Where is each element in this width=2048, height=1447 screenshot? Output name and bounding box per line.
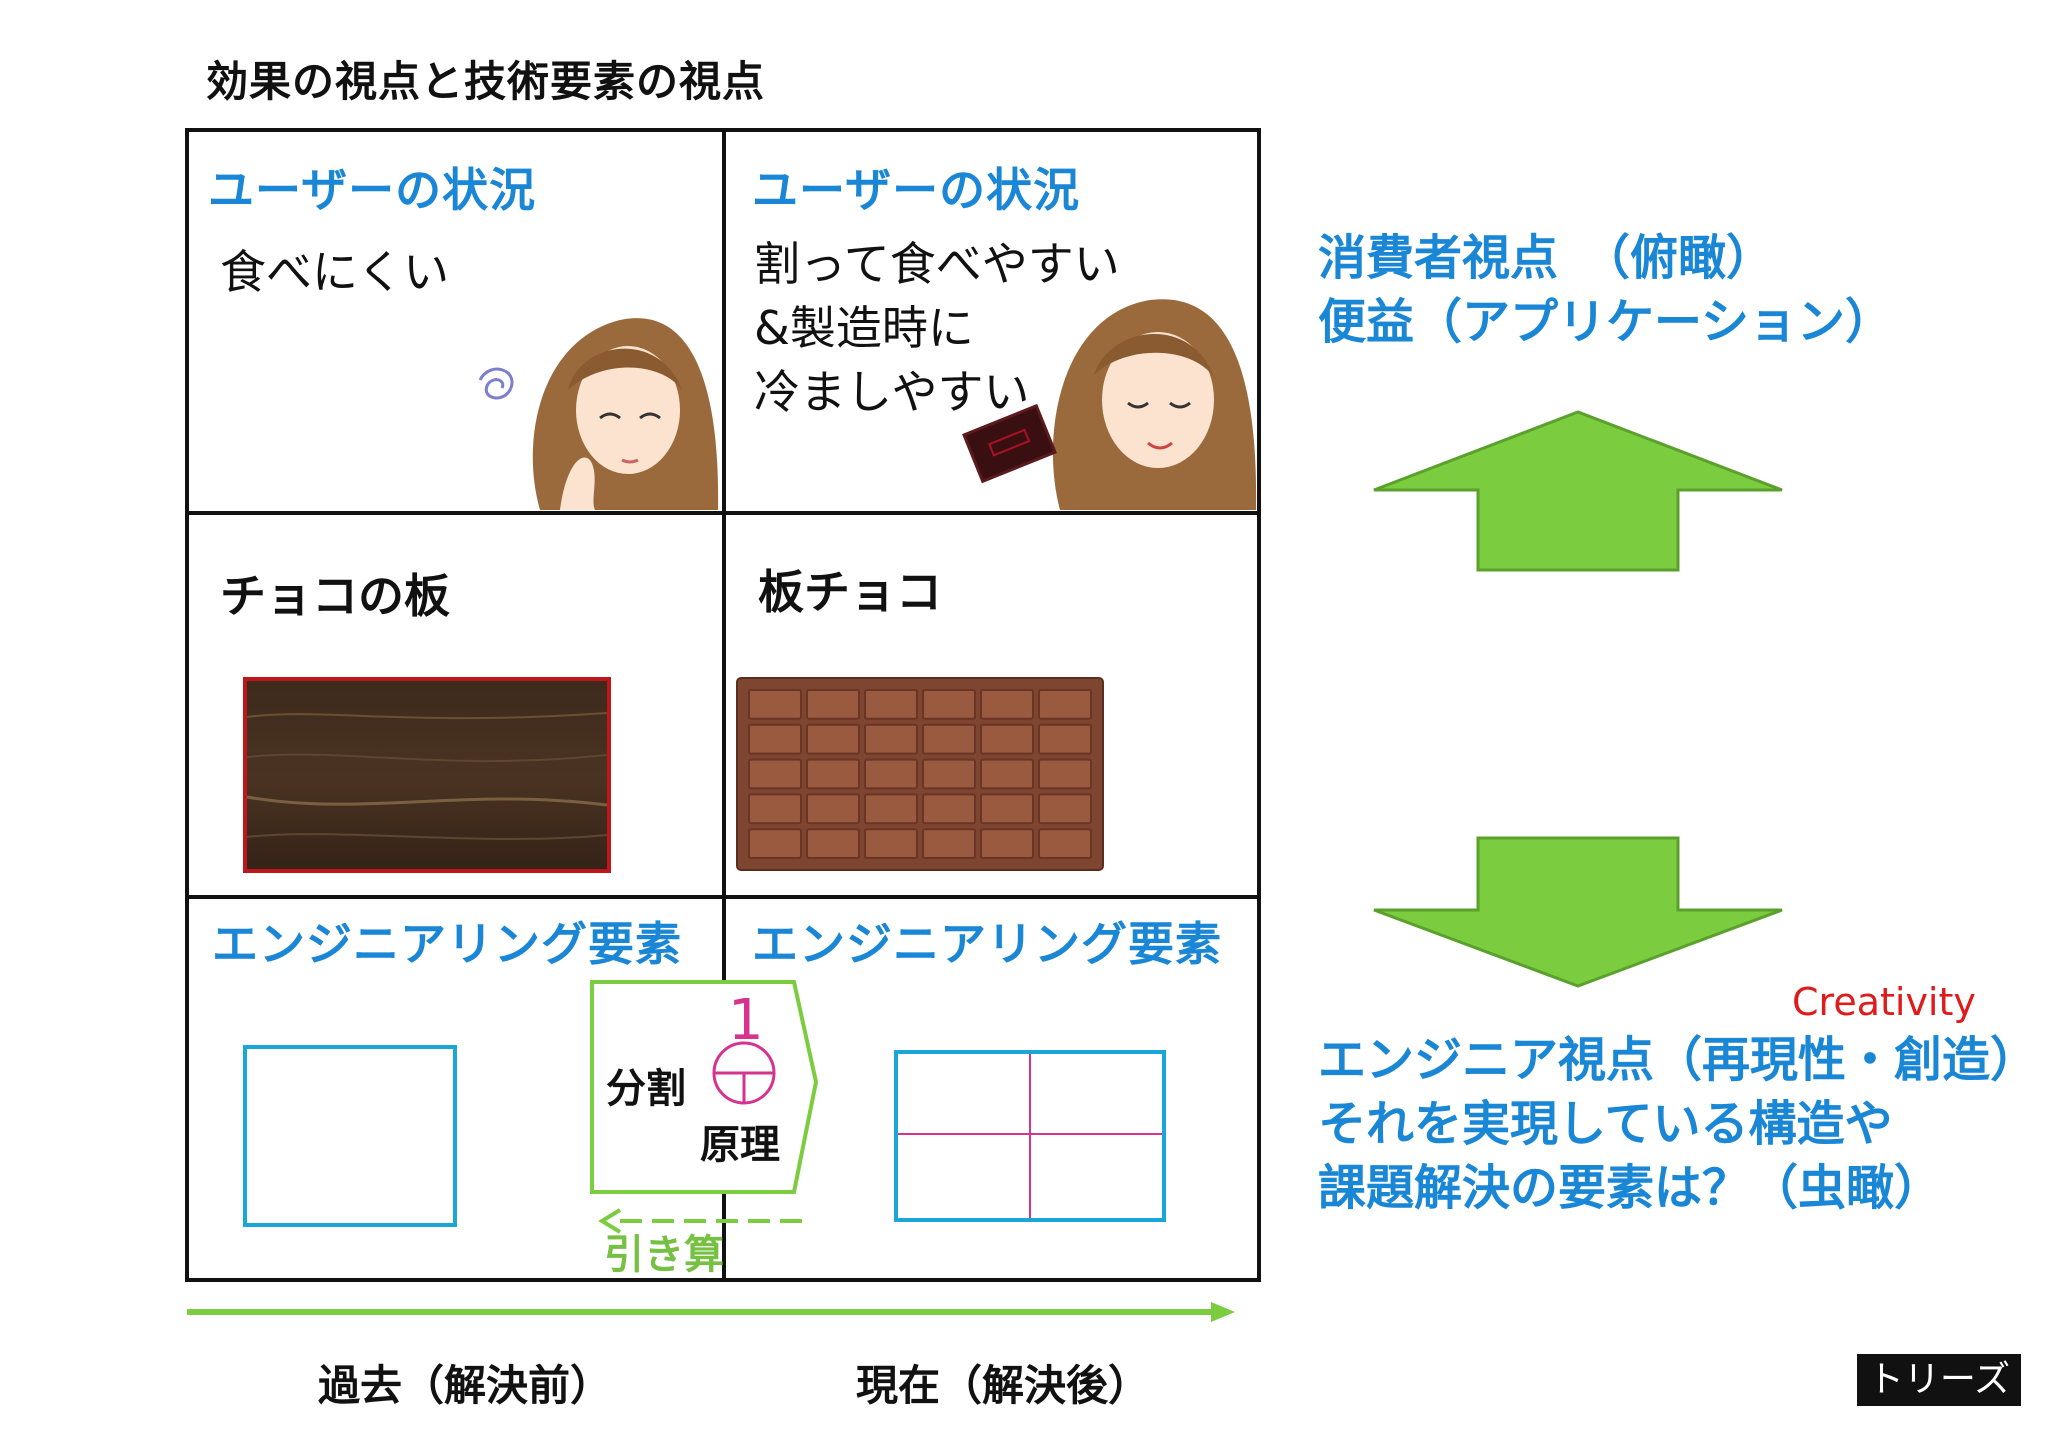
- chocolate-segment: [922, 723, 976, 755]
- grid-divider-row-1: [185, 511, 1261, 515]
- timeline-present-label: 現在（解決後）: [856, 1361, 1151, 1410]
- engineering-elements-header-left: エンジニアリング要素: [212, 917, 682, 971]
- easy-to-eat-line-2: &製造時に: [754, 301, 974, 355]
- chocolate-segment: [748, 723, 802, 755]
- chocolate-segment: [864, 793, 918, 825]
- up-arrow: [1373, 410, 1783, 572]
- grid-divider-vertical: [722, 128, 726, 1282]
- chocolate-segment: [922, 758, 976, 790]
- chocolate-segment: [806, 723, 860, 755]
- chocolate-segment: [1038, 723, 1092, 755]
- principle-label-line-2: 原理: [700, 1122, 780, 1168]
- principle-label-line-1: 分割: [606, 1066, 686, 1112]
- chocolate-segment: [748, 758, 802, 790]
- easy-to-eat-text: 割って食べやすい &製造時に 冷ましやすい: [754, 232, 1120, 424]
- easy-to-eat-line-1: 割って食べやすい: [754, 237, 1120, 291]
- principle-number: 1: [728, 988, 764, 1053]
- chocolate-bar-image: [736, 677, 1104, 871]
- engineer-perspective-text: エンジニア視点（再現性・創造） それを実現している構造や 課題解決の要素は？（虫…: [1318, 1028, 2038, 1220]
- chocolate-segment: [922, 689, 976, 720]
- wood-board-label: チョコの板: [220, 569, 450, 623]
- chocolate-segment: [864, 689, 918, 720]
- grid-divider-row-2: [185, 895, 1261, 899]
- consumer-perspective-text: 消費者視点 （俯瞰） 便益（アプリケーション）: [1318, 226, 1893, 354]
- chocolate-segment: [980, 689, 1034, 720]
- whole-structure-box: [243, 1045, 457, 1227]
- wood-board-image: [243, 677, 611, 873]
- creativity-label: Creativity: [1792, 980, 1976, 1024]
- chocolate-piece-icon: [962, 403, 1058, 484]
- troubled-woman-illustration: [478, 318, 719, 510]
- user-situation-header-right: ユーザーの状況: [752, 163, 1081, 217]
- chocolate-segment: [748, 828, 802, 859]
- chocolate-segment: [806, 689, 860, 720]
- easy-to-eat-line-3: 冷ましやすい: [754, 365, 1030, 419]
- chocolate-segment: [806, 828, 860, 859]
- chocolate-segment: [1038, 758, 1092, 790]
- segmentation-principle-badge: [590, 980, 819, 1194]
- happy-woman-illustration: [962, 299, 1257, 510]
- chocolate-segment: [748, 793, 802, 825]
- chocolate-segment: [748, 689, 802, 720]
- chocolate-segment: [864, 723, 918, 755]
- chocolate-segment: [1038, 828, 1092, 859]
- engineer-line-2: それを実現している構造や: [1318, 1096, 1893, 1152]
- consumer-line-2: 便益（アプリケーション）: [1318, 294, 1894, 350]
- triz-badge: トリーズ: [1857, 1354, 2021, 1406]
- confusion-swirl-icon: [478, 367, 514, 400]
- chocolate-segment: [922, 828, 976, 859]
- chocolate-segment: [806, 758, 860, 790]
- chocolate-segment-grid: [748, 689, 1092, 859]
- chocolate-segment: [864, 758, 918, 790]
- chocolate-segment: [1038, 793, 1092, 825]
- chocolate-segment: [980, 758, 1034, 790]
- chocolate-segment: [980, 723, 1034, 755]
- chocolate-bar-label: 板チョコ: [758, 565, 942, 619]
- chocolate-segment: [1038, 689, 1092, 720]
- consumer-line-1: 消費者視点 （俯瞰）: [1318, 230, 1775, 286]
- timeline-arrow: [187, 1302, 1235, 1322]
- chocolate-segment: [980, 793, 1034, 825]
- hard-to-eat-text: 食べにくい: [220, 245, 450, 299]
- user-situation-header-left: ユーザーの状況: [208, 163, 537, 217]
- timeline-past-label: 過去（解決前）: [318, 1361, 613, 1410]
- chocolate-segment: [922, 793, 976, 825]
- chocolate-segment: [980, 828, 1034, 859]
- divided-structure-box: [894, 1050, 1166, 1222]
- page-title: 効果の視点と技術要素の視点: [206, 57, 766, 106]
- subtraction-label: 引き算: [604, 1232, 724, 1278]
- engineering-elements-header-right: エンジニアリング要素: [752, 917, 1222, 971]
- chocolate-segment: [806, 793, 860, 825]
- down-arrow: [1373, 836, 1783, 988]
- engineer-line-3: 課題解決の要素は？（虫瞰）: [1318, 1160, 1943, 1216]
- chocolate-segment: [864, 828, 918, 859]
- subtraction-dashed-arrow: [598, 1208, 802, 1234]
- engineer-line-1: エンジニア視点（再現性・創造）: [1318, 1032, 2039, 1088]
